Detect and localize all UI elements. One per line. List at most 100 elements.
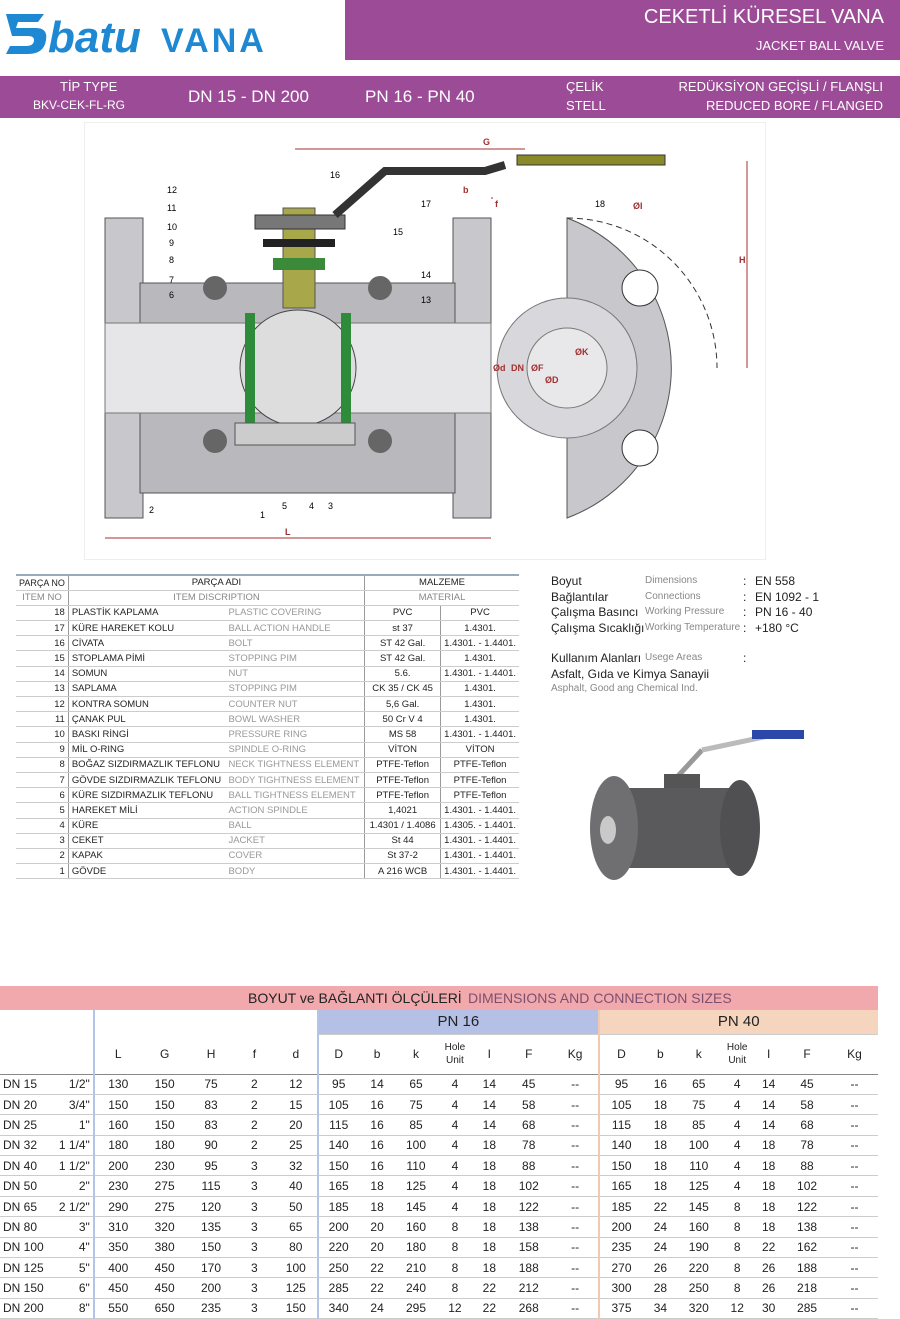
- dim-cell: 100: [677, 1135, 721, 1157]
- dim-cell: 75: [396, 1094, 436, 1116]
- dim-label-g: G: [483, 137, 490, 147]
- dim-cell: 18: [358, 1175, 397, 1197]
- dim-label-k: ØK: [575, 347, 589, 357]
- dim-cell: --: [830, 1175, 878, 1197]
- dim-cell: 24: [643, 1216, 678, 1238]
- dim-col-header: b: [358, 1034, 397, 1075]
- parts-cell-m2: PTFE-Teflon: [440, 757, 519, 773]
- parts-cell-m2: 1.4301. - 1.4401.: [440, 635, 519, 652]
- dim-cell: 275: [141, 1196, 188, 1218]
- technical-drawing: 1 2 3 4 5 6 7 8 9 10 11 12 13 14 15 16 1…: [84, 122, 766, 560]
- dim-cell: DN 25: [0, 1114, 52, 1136]
- parts-cell-no: 15: [16, 650, 69, 667]
- dim-cell: 150: [597, 1155, 644, 1177]
- parts-cell-m2: 1.4305. - 1.4401.: [440, 818, 519, 834]
- dim-cell: 85: [396, 1114, 436, 1136]
- parts-cell-m2: 1.4301. - 1.4401.: [440, 833, 519, 849]
- dim-cell: 180: [92, 1135, 142, 1157]
- dim-cell: --: [830, 1277, 878, 1299]
- dim-cell: 2 1/2": [51, 1196, 94, 1218]
- dim-cell: 450: [92, 1277, 142, 1299]
- dim-col-header: d: [274, 1034, 319, 1075]
- dim-cell: 4: [435, 1114, 474, 1136]
- dim-cell: 16: [358, 1155, 397, 1177]
- parts-cell-m1: ST 42 Gal.: [364, 635, 442, 652]
- dim-label-d-inner: Ød: [493, 363, 506, 373]
- dim-cell: 18: [754, 1175, 784, 1197]
- parts-cell-tr: KÜRE: [68, 818, 226, 834]
- dim-label-d-outer: ØD: [545, 375, 559, 385]
- callout-16: 16: [330, 170, 340, 180]
- dim-col-header: F: [783, 1034, 831, 1075]
- parts-cell-tr: CİVATA: [68, 635, 226, 652]
- parts-cell-no: 12: [16, 696, 69, 713]
- dim-cell: 95: [317, 1074, 359, 1095]
- spec-tr: Çalışma Sıcaklığı: [551, 620, 645, 635]
- spec-v: PN 16 - 40: [755, 605, 813, 619]
- dim-cell: 12: [720, 1298, 755, 1319]
- callout-11: 11: [167, 203, 176, 213]
- parts-cell-m2: 1.4301.: [440, 650, 519, 667]
- dim-cell: 8: [720, 1257, 755, 1279]
- dim-cell: 16: [358, 1114, 397, 1136]
- parts-cell-tr: CEKET: [68, 833, 226, 849]
- dim-cell: 250: [677, 1277, 721, 1299]
- dim-cell: 26: [754, 1257, 784, 1279]
- parts-cell-tr: BOĞAZ SIZDIRMAZLIK TEFLONU: [68, 757, 226, 773]
- dim-cell: 24: [643, 1237, 678, 1259]
- dim-cell: --: [552, 1074, 599, 1095]
- parts-cell-m1: St 44: [364, 833, 442, 849]
- parts-cell-m2: 1.4301. - 1.4401.: [440, 848, 519, 865]
- parts-cell-no: 7: [16, 772, 69, 789]
- parts-cell-tr: GÖVDE: [68, 863, 226, 880]
- dim-cell: --: [552, 1237, 599, 1259]
- dim-col-header: Hole Unit: [435, 1034, 474, 1075]
- callout-12: 12: [167, 185, 177, 195]
- dim-cell: 230: [141, 1155, 188, 1177]
- dim-col-header: F: [504, 1034, 553, 1075]
- dim-cell: 18: [643, 1135, 678, 1157]
- dim-cell: 4: [720, 1135, 755, 1157]
- dim-cell: 2: [234, 1114, 275, 1136]
- dim-cell: 2: [234, 1135, 275, 1157]
- dim-cell: 150: [92, 1094, 142, 1116]
- dim-cell: 18: [754, 1216, 784, 1238]
- dim-cell: 5": [51, 1257, 94, 1279]
- parts-cell-m1: MS 58: [364, 726, 442, 743]
- dim-col-header: Kg: [830, 1034, 878, 1075]
- dim-cell: 190: [677, 1237, 721, 1259]
- dim-cell: 28: [643, 1277, 678, 1299]
- spec-v: +180 °C: [755, 620, 799, 635]
- dim-cell: 220: [677, 1257, 721, 1279]
- parts-cell-m1: VİTON: [364, 742, 442, 758]
- spec-v: EN 1092 - 1: [755, 589, 820, 604]
- dim-cell: 200: [597, 1216, 644, 1238]
- dim-cell: 102: [783, 1175, 831, 1197]
- dim-cell: 350: [92, 1237, 142, 1259]
- dim-cell: 100: [274, 1257, 319, 1279]
- dim-cell: DN 150: [0, 1277, 52, 1299]
- dim-cell: 30: [754, 1298, 784, 1319]
- logo-text-batu: batu: [48, 13, 141, 60]
- parts-cell-m1: 1.4301 / 1.4086: [364, 818, 442, 834]
- dim-label-i: ØI: [633, 201, 643, 211]
- parts-cell-en: BOWL WASHER: [225, 711, 365, 728]
- dim-cell: 235: [187, 1298, 235, 1319]
- dim-cell: 3: [234, 1196, 275, 1218]
- dim-cell: 14: [754, 1074, 784, 1095]
- dim-cell: 285: [317, 1277, 359, 1299]
- dim-cell: --: [552, 1257, 599, 1279]
- parts-header-no-tr: PARÇA NO: [16, 573, 69, 591]
- dim-cell: 88: [783, 1155, 831, 1177]
- parts-cell-m1: PTFE-Teflon: [364, 772, 442, 789]
- dim-cell: 18: [754, 1135, 784, 1157]
